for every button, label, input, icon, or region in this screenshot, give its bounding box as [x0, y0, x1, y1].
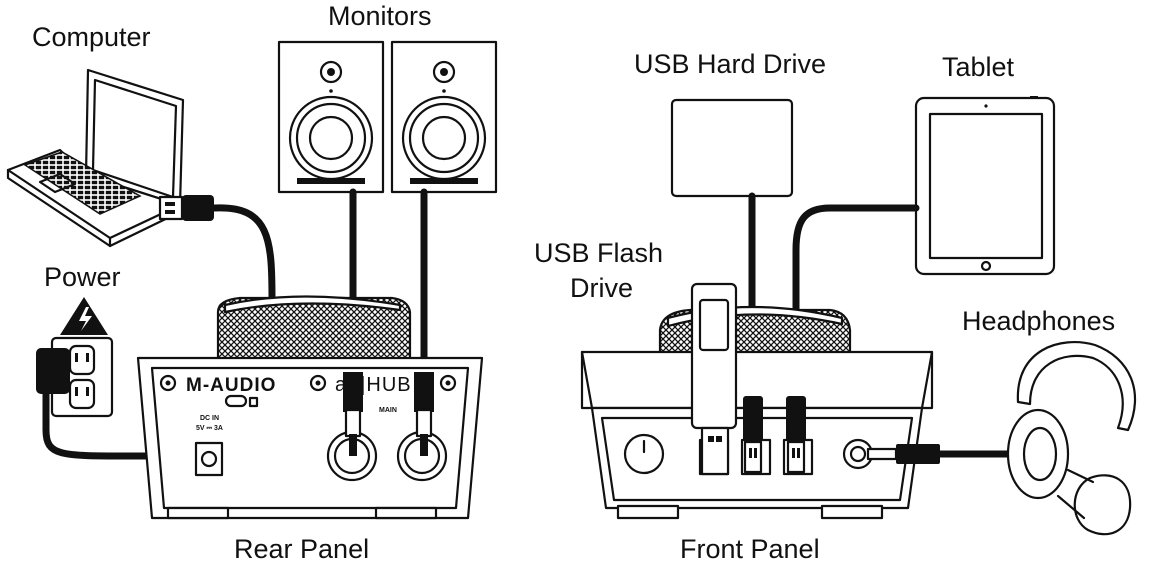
- label-front-panel: Front Panel: [680, 534, 820, 564]
- label-monitors: Monitors: [328, 1, 432, 31]
- label-tablet: Tablet: [942, 52, 1015, 82]
- laptop-icon: [6, 68, 185, 248]
- trs-plug-right-icon: [414, 372, 434, 456]
- rear-main-text: MAIN: [379, 407, 397, 414]
- usb-plug-hard-drive-icon: [743, 396, 763, 474]
- label-usb-flash-drive-line2: Drive: [570, 273, 633, 303]
- high-voltage-warning-icon: [60, 297, 108, 335]
- usb-plug-icon: [158, 195, 214, 221]
- power-cable: [42, 390, 174, 460]
- label-computer: Computer: [32, 22, 151, 52]
- tablet-icon: [914, 96, 1056, 276]
- usb-plug-tablet-icon: [786, 396, 806, 474]
- monitor-speaker-left-icon: [277, 40, 385, 194]
- usb-hard-drive-icon: [670, 98, 794, 198]
- power-adapter-icon: [36, 348, 70, 394]
- rear-dc-in-text: DC IN: [200, 415, 219, 422]
- label-usb-flash-drive-line1: USB Flash: [534, 238, 663, 268]
- label-power: Power: [44, 262, 121, 292]
- tablet-cable: [792, 204, 920, 404]
- label-rear-panel: Rear Panel: [234, 534, 369, 564]
- monitor-speaker-right-icon: [390, 40, 498, 194]
- usb-cable: [210, 204, 276, 424]
- usb-flash-drive-icon: [690, 282, 738, 476]
- headphones-icon: [1006, 341, 1137, 536]
- rear-dc-spec-text: 5V ⎓ 3A: [196, 425, 223, 432]
- rear-brand-text: M-AUDIO: [186, 375, 276, 396]
- label-usb-hard-drive: USB Hard Drive: [634, 49, 826, 79]
- trs-plug-left-icon: [343, 372, 363, 456]
- label-headphones: Headphones: [962, 306, 1115, 336]
- headphone-plug-icon: [866, 444, 940, 464]
